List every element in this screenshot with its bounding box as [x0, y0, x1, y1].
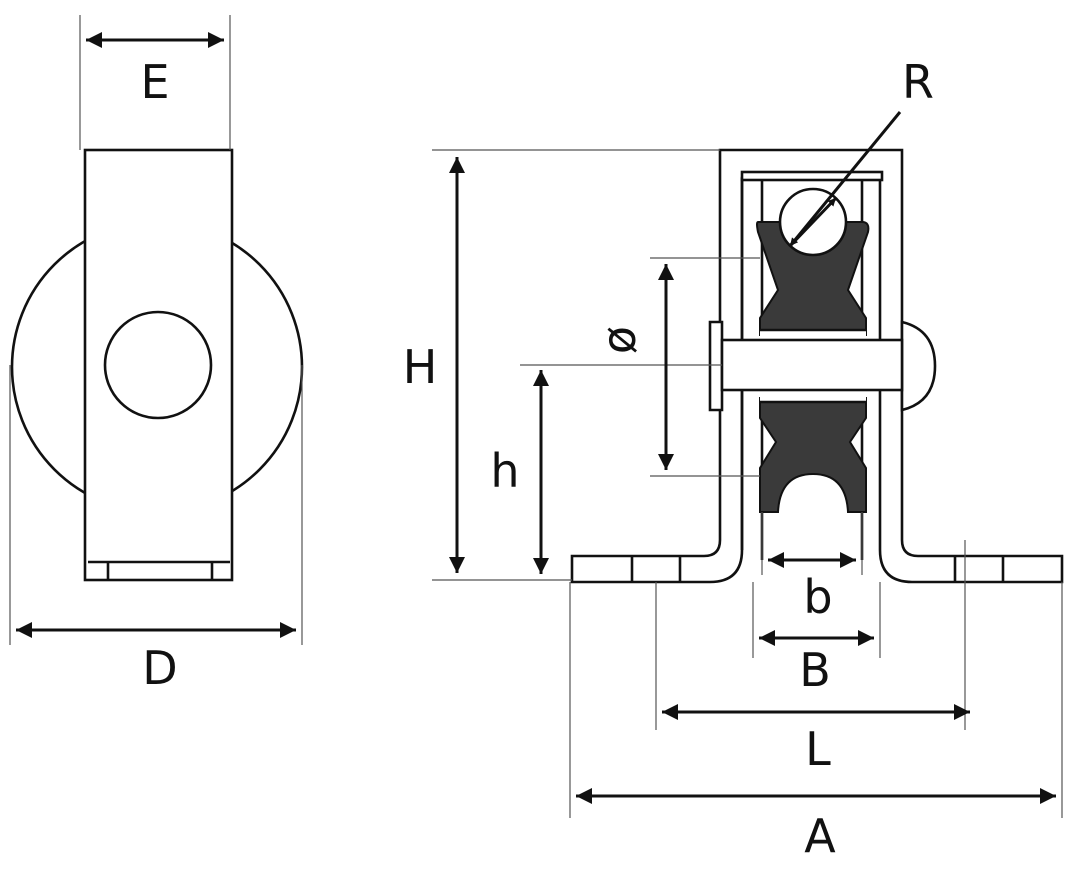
front-view: R H h ø b B L A: [403, 55, 1064, 863]
side-axle: [103, 310, 213, 420]
label-D: D: [142, 641, 177, 695]
label-B: B: [799, 643, 831, 697]
sheave-lower[interactable]: [759, 397, 867, 513]
front-axle: [720, 338, 904, 392]
dim-line-R: [788, 111, 902, 247]
side-view: E D: [9, 15, 304, 695]
front-axle-head-left: [708, 320, 724, 412]
label-E: E: [140, 55, 169, 109]
label-R: R: [902, 55, 934, 109]
label-H: H: [403, 340, 438, 394]
label-b: b: [803, 570, 832, 624]
front-axle-head-right: [900, 320, 937, 412]
label-h: h: [490, 444, 519, 498]
label-L: L: [805, 722, 831, 776]
label-A: A: [804, 809, 836, 863]
label-phi: ø: [592, 326, 646, 354]
